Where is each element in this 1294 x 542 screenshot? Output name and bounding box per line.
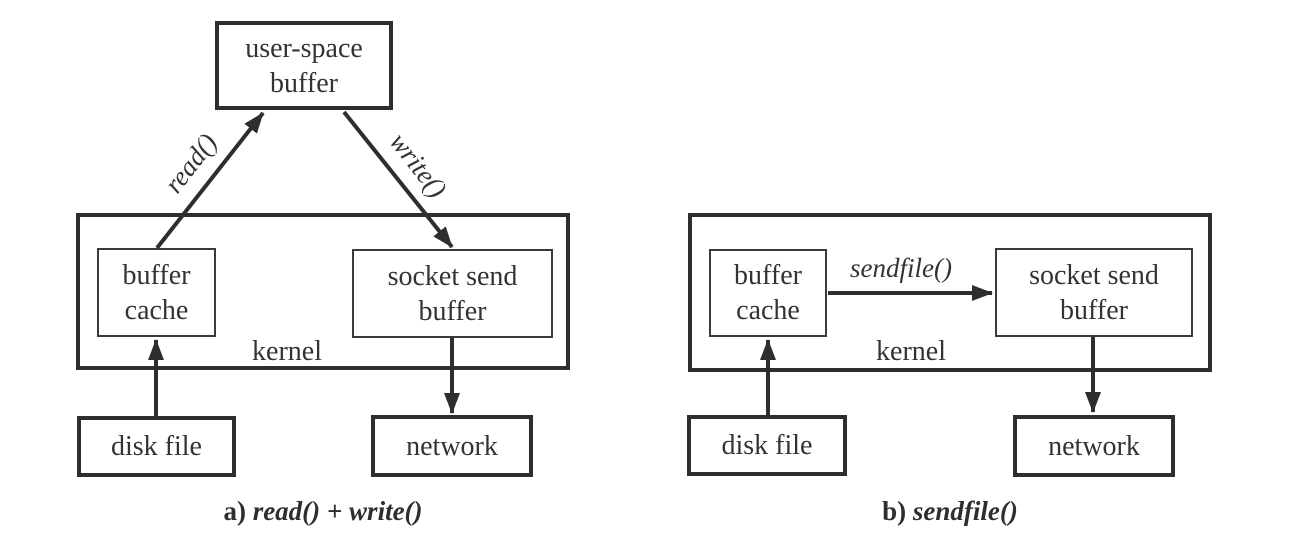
socket-send-buffer-label-line1-a: socket send xyxy=(387,260,518,292)
buffer-cache-label-line1-b: buffer xyxy=(734,260,802,291)
buffer-cache-box-a: buffer cache xyxy=(97,248,216,337)
network-label-b: network xyxy=(1048,430,1140,462)
caption-b-prefix: b) xyxy=(882,496,907,526)
caption-b-function: sendfile() xyxy=(912,496,1018,526)
buffer-cache-label-line1-a: buffer xyxy=(122,259,191,291)
disk-file-label-b: disk file xyxy=(721,430,813,461)
kernel-box-a xyxy=(76,213,570,370)
kernel-box-b xyxy=(688,213,1212,372)
caption-a-function: read() + write() xyxy=(252,496,423,526)
socket-send-buffer-label-line1-b: socket send xyxy=(1029,259,1159,291)
disk-file-box-b: disk file xyxy=(687,415,847,476)
kernel-label-b: kernel xyxy=(876,336,946,367)
socket-send-buffer-label-line2-a: buffer xyxy=(418,295,487,327)
caption-a: a) read() + write() xyxy=(76,496,570,527)
network-box-a: network xyxy=(371,415,533,477)
disk-file-box-a: disk file xyxy=(77,416,236,477)
network-box-b: network xyxy=(1013,415,1175,477)
buffer-cache-label-line2-a: cache xyxy=(124,294,189,326)
user-space-buffer-box: user-space buffer xyxy=(215,21,393,110)
buffer-cache-label-line2-b: cache xyxy=(736,295,800,326)
user-space-buffer-label-line2: buffer xyxy=(270,67,338,99)
caption-b: b) sendfile() xyxy=(688,496,1212,527)
kernel-label-a: kernel xyxy=(252,336,322,367)
buffer-cache-box-b: buffer cache xyxy=(709,249,827,337)
disk-file-label-a: disk file xyxy=(111,431,202,462)
sendfile-arrow-label: sendfile() xyxy=(850,253,952,283)
socket-send-buffer-box-b: socket send buffer xyxy=(995,248,1193,337)
caption-a-prefix: a) xyxy=(223,496,246,526)
user-space-buffer-label-line1: user-space xyxy=(245,32,363,64)
socket-send-buffer-box-a: socket send buffer xyxy=(352,249,553,338)
network-label-a: network xyxy=(406,430,498,462)
socket-send-buffer-label-line2-b: buffer xyxy=(1060,294,1128,326)
